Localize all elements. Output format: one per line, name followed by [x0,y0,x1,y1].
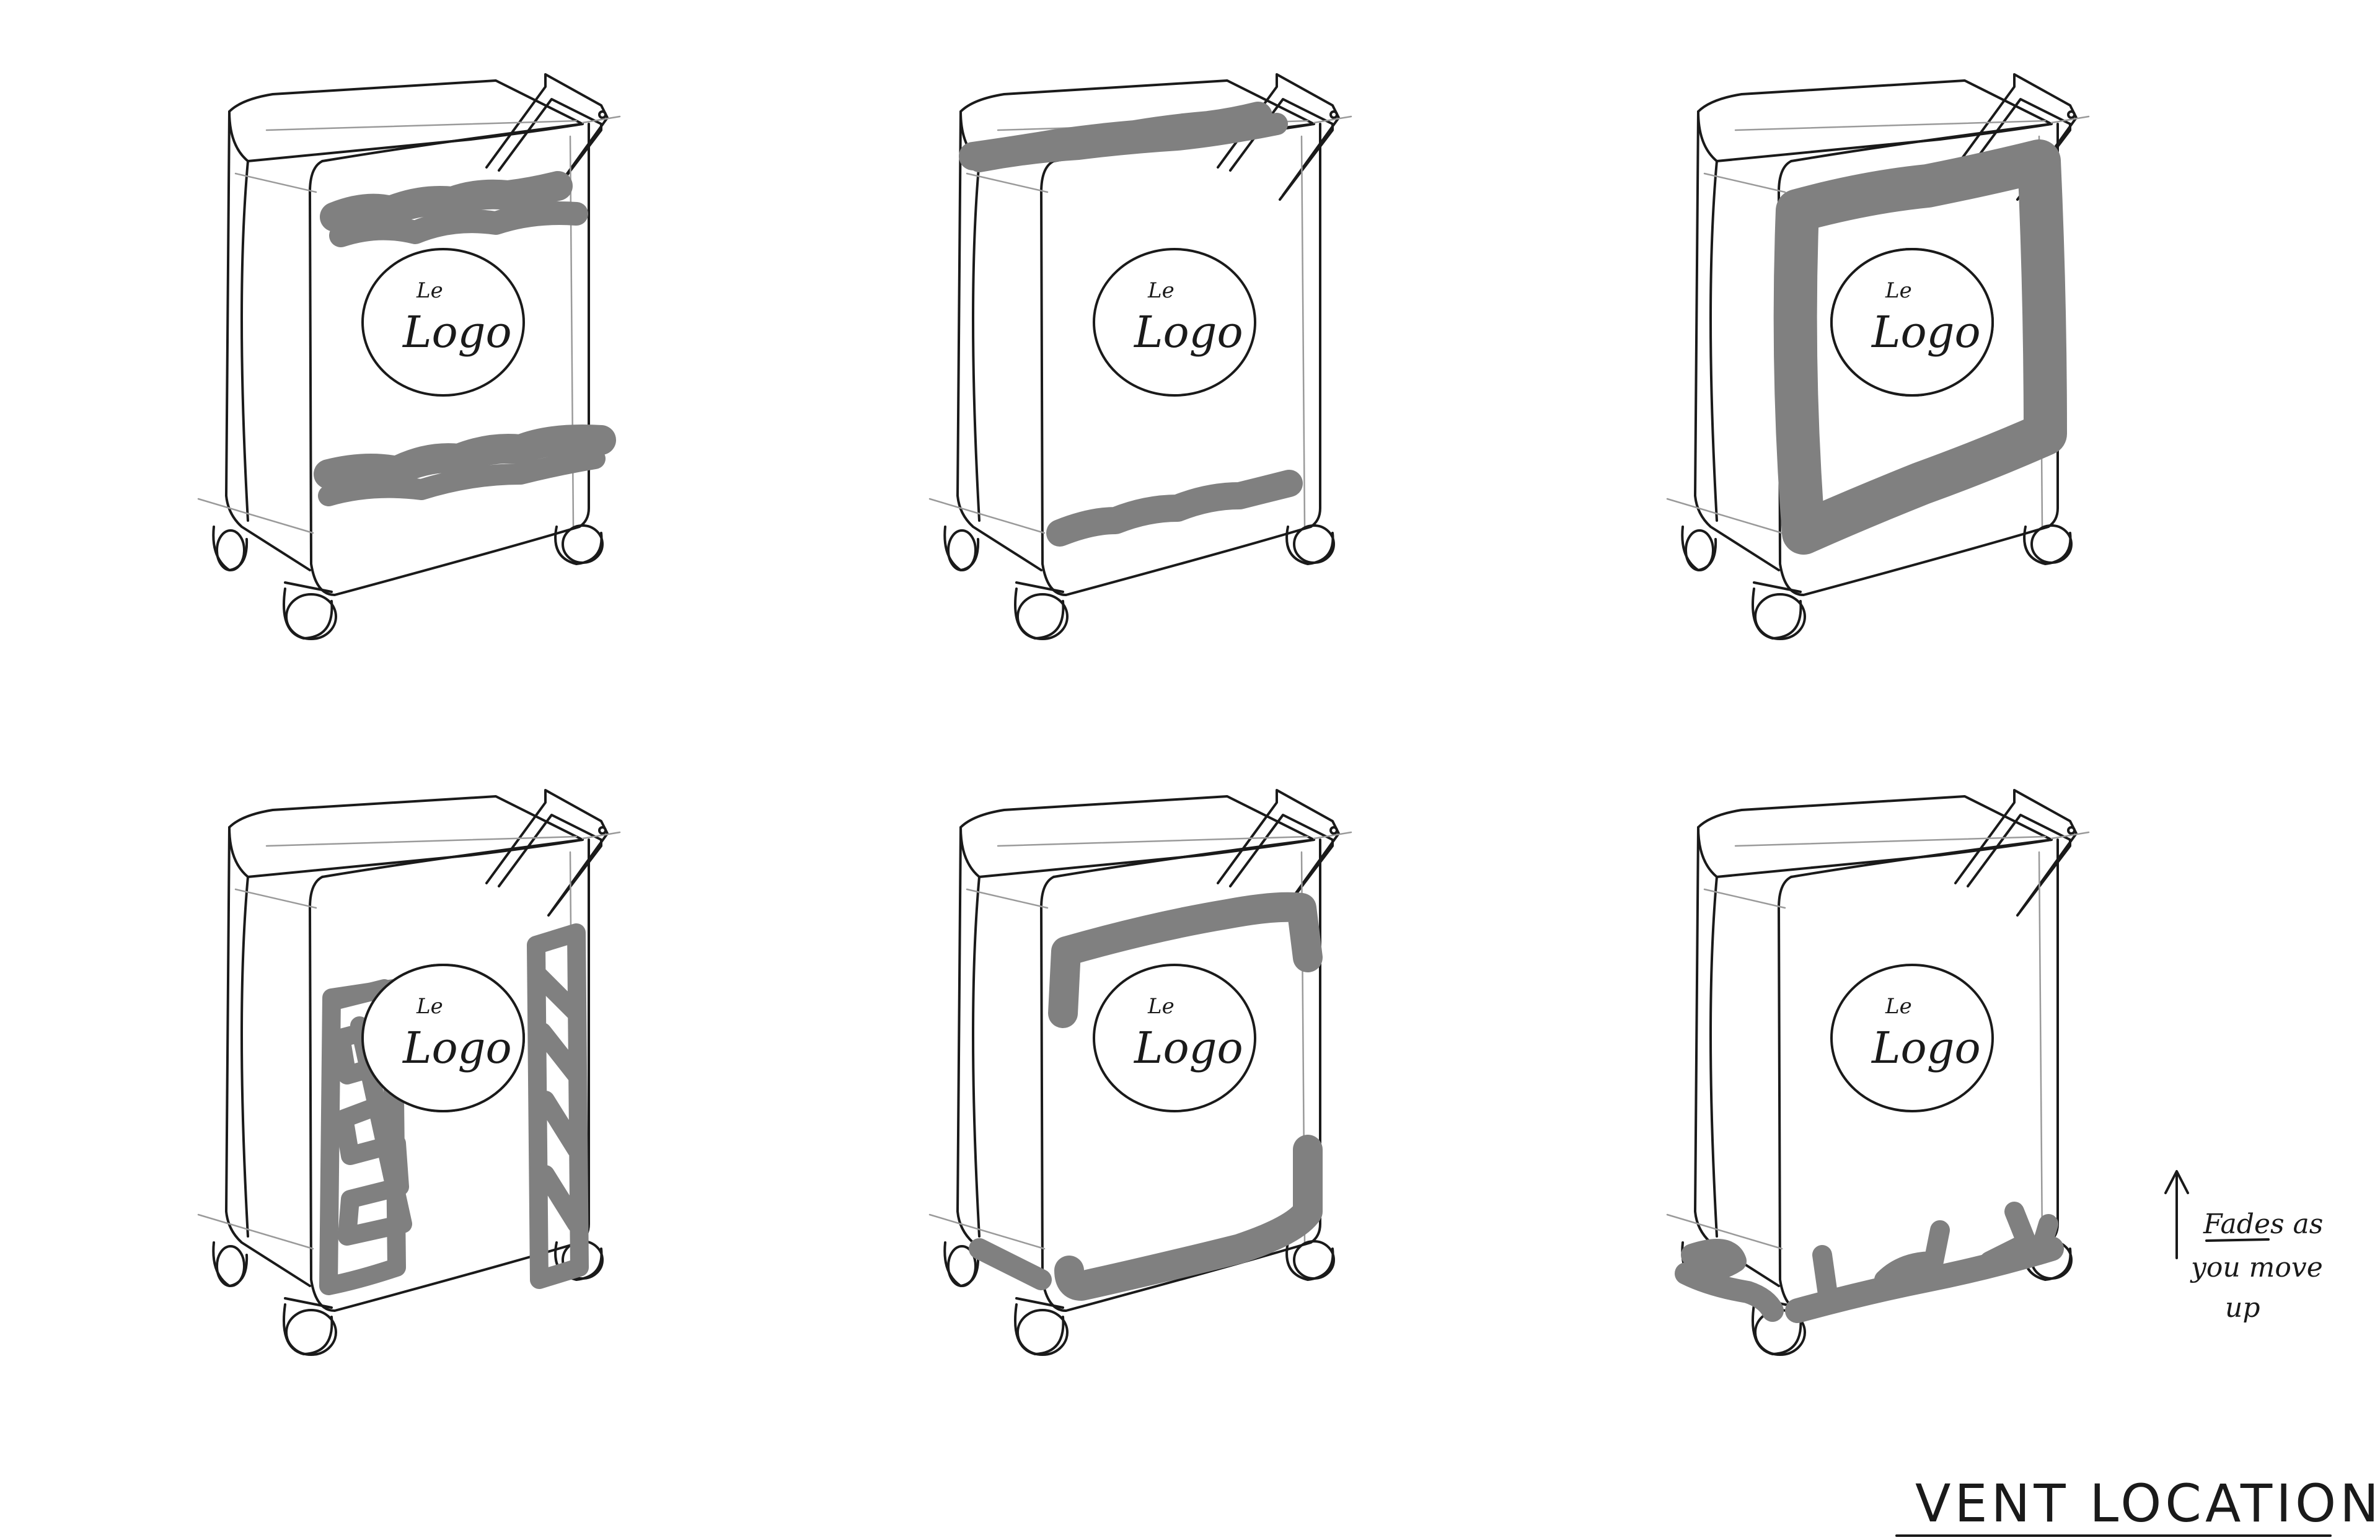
cart-sketch-5: Le Logo [928,789,1352,1356]
logo-line-1: Le [1885,278,1912,303]
vent-zone-left-panel-border [319,979,406,1295]
vent-zone-top [320,171,573,232]
annotation-line-2: you move [2190,1252,2323,1283]
logo-line-1: Le [416,994,443,1019]
annotation-line-3: up [2225,1292,2260,1324]
vent-zone-bottom [314,425,616,489]
vent-zone-top-2 [329,201,588,247]
logo-line-2: Logo [402,307,512,358]
vent-zone-left-side [969,1238,1052,1290]
vent-zone-ring [1773,139,2067,555]
cart-sketch-6: Le Logo [1666,789,2090,1356]
fade-annotation: Fades as you move up [2164,1170,2323,1324]
logo-line-1: Le [1885,994,1912,1019]
logo-line-2: Logo [1133,1023,1243,1073]
vent-zone-front-fingers [1812,1202,2058,1308]
logo-line-2: Logo [402,1023,512,1073]
logo-line-2: Logo [1133,307,1243,358]
cart-sketch-2: Le Logo [928,73,1352,640]
logo-line-2: Logo [1871,307,1981,358]
sheet-title: VENT LOCATIONS [1895,1473,2380,1537]
logo-line-1: Le [1147,278,1175,303]
logo-line-1: Le [1147,994,1175,1019]
vent-zone-top-bracket [1048,892,1323,1028]
vent-zone-right-panel [527,923,589,1289]
up-arrow-icon [2164,1170,2189,1259]
vent-zone-bottom-bracket [1054,1135,1323,1301]
vent-zone-bottom-2 [318,448,606,506]
logo-line-2: Logo [1871,1023,1981,1073]
vent-zone-top-face-2 [968,113,1288,172]
vent-zone-left-bottom [1675,1239,1784,1322]
cart-sketch-3: Le Logo [1666,73,2090,640]
cart-sketch-4: Le Logo [197,789,621,1356]
annotation-line-1: Fades as [2203,1208,2323,1240]
title-text: VENT LOCATIONS [1915,1473,2380,1534]
cart-sketch-1: Le Logo [197,73,621,640]
vent-zone-bottom [1046,470,1303,547]
logo-line-1: Le [416,278,443,303]
